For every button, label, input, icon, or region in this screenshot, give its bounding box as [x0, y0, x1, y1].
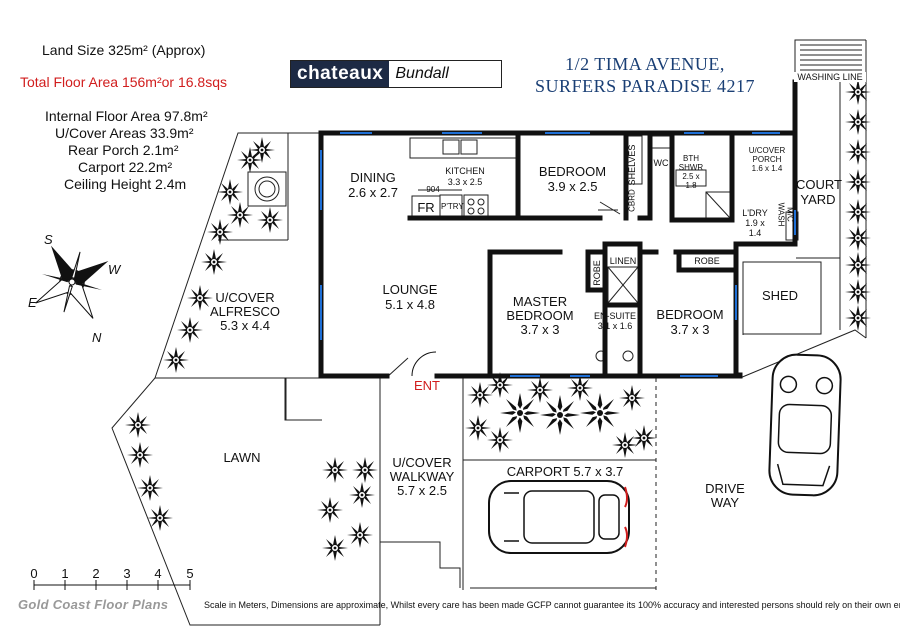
scale-tick-1: 1: [61, 566, 69, 581]
dining-label: DINING: [350, 170, 396, 185]
ucover-porch-dim: 1.6 x 1.4: [751, 164, 783, 173]
pantry-label: P'TRY: [441, 202, 464, 211]
ensuite-label: EN-SUITE: [593, 311, 636, 321]
compass-rose-icon: [35, 245, 109, 319]
laundry-dim-2: 1.4: [748, 228, 762, 238]
cupboard-label: CBRD: [627, 189, 637, 212]
ensuite-dim: 3.1 x 1.6: [597, 321, 633, 331]
ucover-porch-label-1: U/COVER: [748, 146, 786, 155]
master-bedroom-dim: 3.7 x 3: [520, 322, 560, 337]
compass-south: S: [44, 232, 53, 247]
wc-label: WC: [653, 158, 669, 168]
scale-tick-3: 3: [123, 566, 131, 581]
washing-line-hatch: [800, 44, 862, 71]
bedroom-2-label: BEDROOM: [656, 307, 724, 322]
logo-office: Bundall: [389, 61, 455, 87]
alfresco-dim: 5.3 x 4.4: [220, 318, 270, 333]
fridge-label: FR: [417, 200, 435, 215]
robe-bedroom-label: ROBE: [694, 256, 720, 266]
carport-area: Carport 22.2m²: [78, 159, 173, 175]
scale-tick-2: 2: [92, 566, 100, 581]
logo-brand: chateaux: [291, 61, 390, 87]
compass-east: E: [28, 295, 37, 310]
lawn-label: LAWN: [223, 450, 261, 465]
bedroom-1-label: BEDROOM: [538, 164, 607, 179]
linen-label: LINEN: [609, 256, 637, 266]
laundry-dim-1: 1.9 x: [745, 218, 765, 228]
entry-label: ENT: [414, 378, 440, 393]
lounge-label: LOUNGE: [382, 282, 438, 297]
scale-tick-5: 5: [186, 566, 194, 581]
bathroom-dim-2: 1.8: [685, 181, 697, 190]
washing-machine-label-2: M/C: [785, 207, 795, 222]
car-carport-icon: [488, 480, 630, 554]
shower-label: SHWR: [678, 163, 704, 172]
master-bedroom-label-2: BEDROOM: [506, 308, 574, 323]
footer-disclaimer: Scale in Meters, Dimensions are approxim…: [204, 600, 900, 610]
footer-brand: Gold Coast Floor Plans: [18, 597, 169, 612]
land-size: Land Size 325m² (Approx): [42, 42, 206, 58]
bedroom-1-dim: 3.9 x 2.5: [547, 179, 598, 194]
laundry-label: L'DRY: [742, 208, 768, 218]
house-windows: [320, 132, 796, 377]
ceiling-height: Ceiling Height 2.4m: [64, 176, 187, 192]
ucover-areas: U/Cover Areas 33.9m²: [55, 125, 194, 141]
scale-tick-4: 4: [154, 566, 162, 581]
bathroom-label: BTH: [683, 154, 699, 163]
scale-tick-0: 0: [30, 566, 38, 581]
bathroom-dim-1: 2.5 x: [682, 172, 700, 181]
entry-door-swing: [411, 351, 437, 377]
washing-line-label: WASHING LINE: [794, 72, 866, 82]
alfresco-label-2: ALFRESCO: [209, 304, 281, 319]
address-line-1: 1/2 TIMA AVENUE,: [565, 54, 725, 74]
walkway-label-1: U/COVER: [392, 455, 452, 470]
fridge-width: 904: [426, 185, 440, 194]
dining-dim: 2.6 x 2.7: [348, 185, 398, 200]
walkway-dim: 5.7 x 2.5: [397, 483, 447, 498]
walkway-label-2: WALKWAY: [389, 469, 455, 484]
address-line-2: SURFERS PARADISE 4217: [535, 76, 755, 96]
driveway-label-1: DRIVE: [705, 481, 745, 496]
kitchen-label: KITCHEN: [445, 166, 485, 176]
carport-label: CARPORT 5.7 x 3.7: [506, 464, 624, 479]
total-floor-area: Total Floor Area 156m²or 16.8sqs: [20, 74, 227, 90]
internal-floor-area: Internal Floor Area 97.8m²: [45, 108, 208, 124]
washing-machine-label-1: WASH: [776, 202, 786, 227]
courtyard-label-2: YARD: [800, 192, 836, 207]
lounge-dim: 5.1 x 4.8: [385, 297, 435, 312]
scale-bar: [33, 580, 191, 590]
ucover-porch-label-2: PORCH: [752, 155, 782, 164]
car-driveway-icon: [768, 353, 842, 497]
agency-logo: chateaux Bundall: [290, 60, 502, 88]
courtyard-label-1: COURT: [796, 177, 842, 192]
rotary-line-icon: [247, 171, 287, 207]
kitchen-dim: 3.3 x 2.5: [447, 177, 483, 187]
compass-north: N: [92, 330, 102, 345]
robe-master-label: ROBE: [592, 260, 602, 286]
shed-label: SHED: [761, 288, 799, 303]
compass-west: W: [108, 262, 121, 277]
master-bedroom-label-1: MASTER: [512, 294, 568, 309]
alfresco-label-1: U/COVER: [215, 290, 275, 305]
bedroom-2-dim: 3.7 x 3: [670, 322, 710, 337]
driveway-label-2: WAY: [710, 495, 740, 510]
rear-porch-area: Rear Porch 2.1m²: [68, 142, 179, 158]
